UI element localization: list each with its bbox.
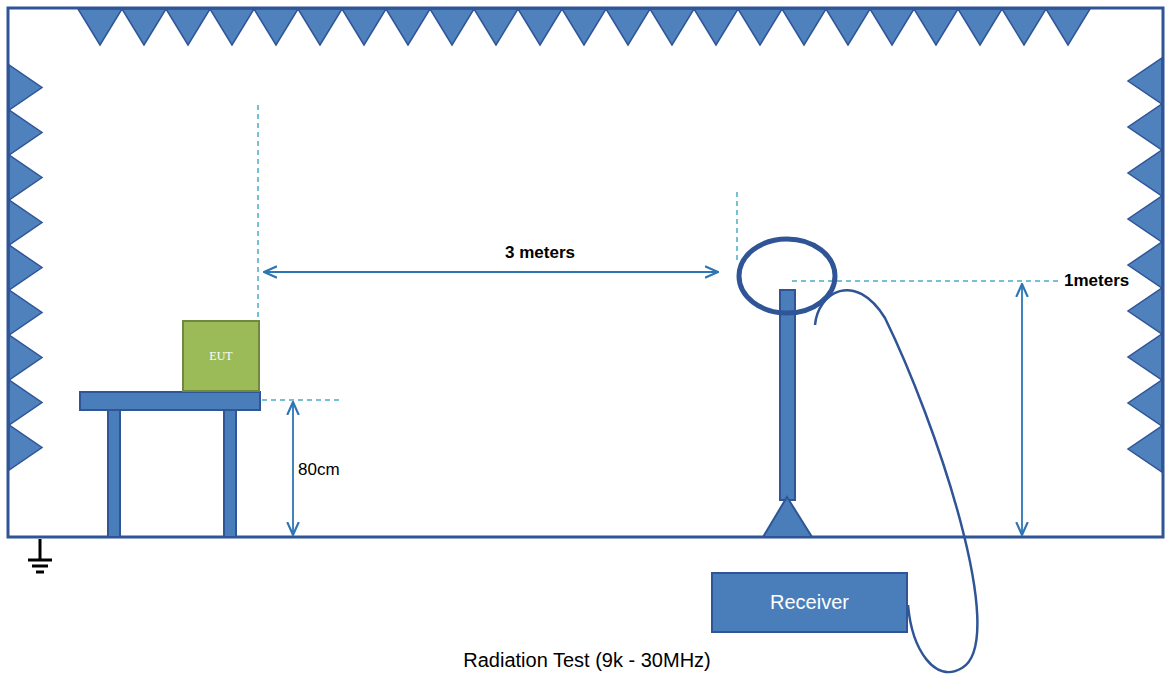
absorber-cone <box>958 9 1002 45</box>
absorber-cone <box>1128 334 1162 380</box>
absorber-cone <box>914 9 958 45</box>
absorber-cone <box>386 9 430 45</box>
absorber-cone <box>166 9 210 45</box>
absorber-cone <box>9 335 42 380</box>
absorber-cone <box>1128 104 1162 150</box>
height-label: 80cm <box>296 460 342 480</box>
absorber-cone <box>9 290 42 335</box>
absorber-cone <box>474 9 518 45</box>
absorber-cone <box>9 65 42 110</box>
absorber-cone <box>650 9 694 45</box>
absorber-cone <box>1128 288 1162 334</box>
absorber-cone <box>826 9 870 45</box>
absorber-cone <box>694 9 738 45</box>
distance-label: 3 meters <box>503 243 577 263</box>
absorber-cone <box>9 110 42 155</box>
absorber-cone <box>1002 9 1046 45</box>
absorber-cone <box>122 9 166 45</box>
absorber-cone <box>1128 426 1162 472</box>
absorber-cones <box>9 9 1162 472</box>
absorber-cone <box>562 9 606 45</box>
absorber-cone <box>1046 9 1090 45</box>
absorber-cone <box>738 9 782 45</box>
absorber-cone <box>298 9 342 45</box>
absorber-cone <box>78 9 122 45</box>
receiver-box: Receiver <box>711 572 908 633</box>
absorber-cone <box>870 9 914 45</box>
reference-lines <box>258 105 1058 400</box>
absorber-cone <box>1128 196 1162 242</box>
absorber-cone <box>782 9 826 45</box>
absorber-cone <box>9 425 42 470</box>
absorber-cone <box>1128 242 1162 288</box>
absorber-cone <box>1128 58 1162 104</box>
chamber-wall <box>8 8 1163 537</box>
absorber-cone <box>9 200 42 245</box>
ground-symbol <box>28 539 52 572</box>
figure-caption: Radiation Test (9k - 30MHz) <box>461 649 713 672</box>
absorber-cone <box>9 155 42 200</box>
test-table <box>80 392 260 537</box>
absorber-cone <box>254 9 298 45</box>
absorber-cone <box>210 9 254 45</box>
absorber-cone <box>9 380 42 425</box>
absorber-cone <box>606 9 650 45</box>
absorber-cone <box>430 9 474 45</box>
eut-box: EUT <box>182 320 260 392</box>
loop-antenna <box>739 239 835 537</box>
absorber-cone <box>518 9 562 45</box>
dimension-arrows <box>264 272 1022 535</box>
absorber-cone <box>1128 150 1162 196</box>
box-label: EUT <box>209 349 232 364</box>
absorber-cone <box>9 245 42 290</box>
box-label: Receiver <box>770 591 849 614</box>
absorber-cone <box>1128 380 1162 426</box>
height-label: 1meters <box>1062 271 1131 291</box>
absorber-cone <box>342 9 386 45</box>
